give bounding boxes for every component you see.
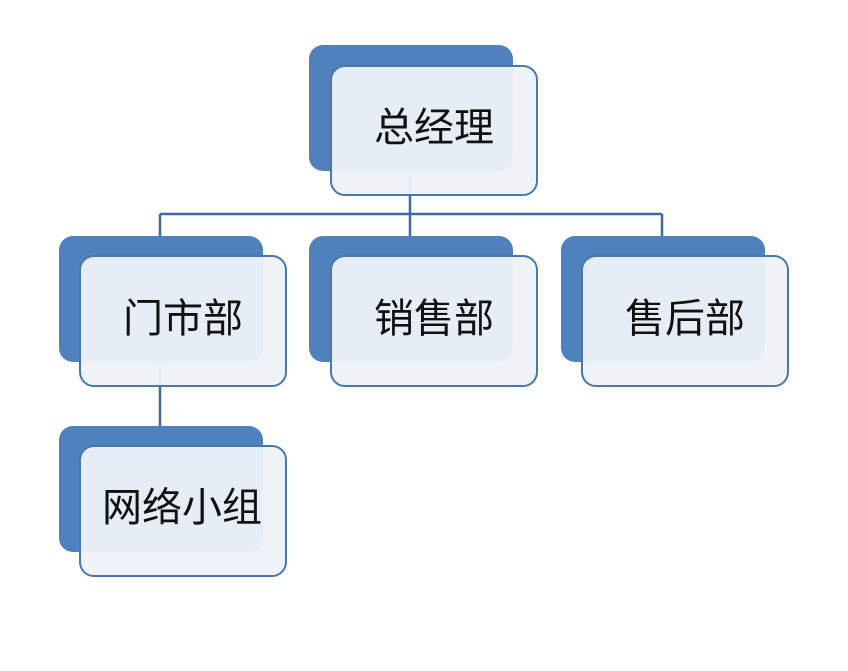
node-front-shape: [79, 255, 287, 387]
node-label-sales-department: 销售部: [374, 296, 494, 342]
node-general-manager[interactable]: 总经理: [309, 45, 538, 196]
node-store-department[interactable]: 门市部: [59, 236, 287, 387]
node-label-general-manager: 总经理: [374, 105, 494, 151]
node-after-sales-department[interactable]: 售后部: [561, 236, 789, 387]
node-sales-department[interactable]: 销售部: [309, 236, 538, 387]
node-front-shape: [330, 255, 538, 387]
node-label-store-department: 门市部: [123, 296, 243, 342]
node-front-shape: [79, 445, 287, 577]
node-network-group[interactable]: 网络小组: [59, 426, 287, 577]
node-front-shape: [581, 255, 789, 387]
node-front-shape: [330, 65, 538, 196]
node-label-network-group: 网络小组: [102, 485, 262, 531]
node-label-after-sales-department: 售后部: [625, 296, 745, 342]
